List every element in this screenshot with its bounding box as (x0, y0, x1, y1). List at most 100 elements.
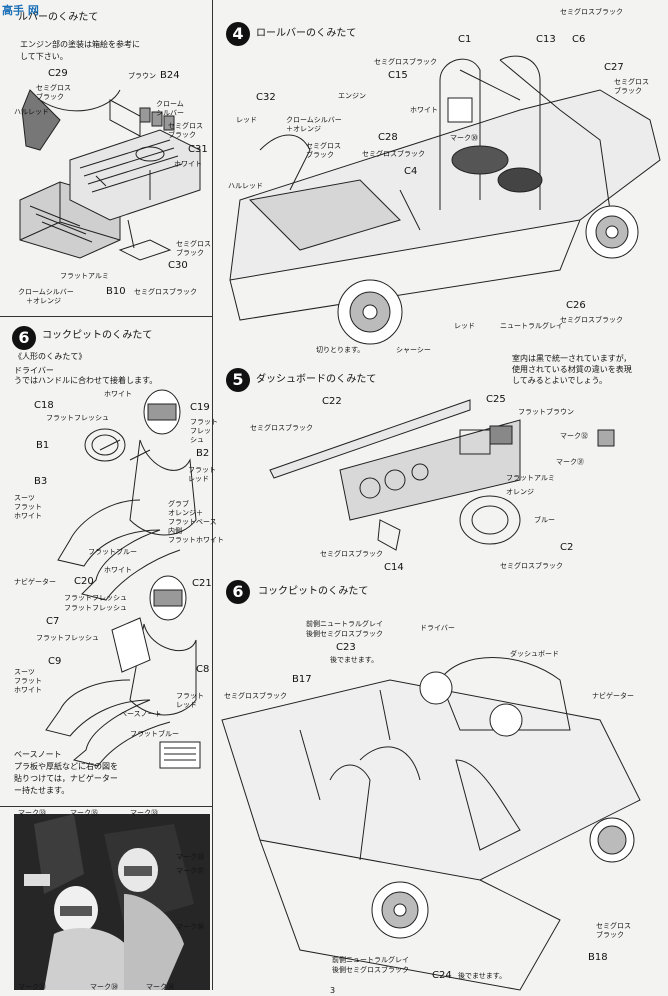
label-6a-flat-flesh-r2: フレッ (190, 427, 211, 435)
label-6c-c24-after: 後でませます。 (458, 972, 507, 980)
label-6b-flat-red-2: レッド (176, 701, 197, 709)
label-flat-aluminum: フラットアルミ (60, 272, 109, 280)
label-6c-semigloss-b18b: ブラック (596, 931, 624, 939)
dashboard-drawing (269, 399, 615, 551)
label-4-engine: エンジン (338, 92, 366, 100)
code-c15: C15 (388, 70, 408, 81)
label-4-semigloss-c27b: ブラック (614, 87, 642, 95)
step-5-note-2: 使用されている材質の違いを表現 (512, 365, 632, 374)
reference-photo (14, 814, 210, 990)
label-6a-suits: スーツ (14, 494, 35, 502)
label-semigloss-3b: ブラック (176, 249, 204, 257)
photo-label-m38: マーク㊳ (90, 983, 118, 991)
label-6a-flat-blue: フラットブルー (88, 548, 137, 556)
code-c21: C21 (192, 578, 212, 589)
label-semigloss-b10: セミグロスブラック (134, 288, 197, 296)
label-chrome-orange: クロームシルバー (18, 288, 74, 296)
label-semigloss-3: セミグロス (176, 240, 211, 248)
code-c24: C24 (432, 970, 452, 981)
label-6b-flat-flesh-b: フラットフレッシュ (64, 604, 127, 612)
label-6c-semigloss-b17: セミグロスブラック (224, 692, 287, 700)
label-6b-flat-red-1: フラット (176, 692, 204, 700)
code-c9: C9 (48, 656, 62, 667)
label-6c-front-2: 後側セミグロスブラック (306, 630, 383, 638)
label-5-flat-aluminum: フラットアルミ (506, 474, 555, 482)
label-6c-c23-after: 後でませます。 (330, 656, 379, 664)
label-6b-base-note: ベースノート (120, 710, 162, 718)
label-5-mark31: マーク㉛ (556, 458, 584, 466)
label-4-semigloss-c26: セミグロスブラック (560, 316, 623, 324)
watermark-logo: 高手 网 (2, 4, 39, 17)
label-6a-suits-flat: フラット (14, 503, 42, 511)
label-white: ホワイト (174, 160, 202, 168)
label-4-semigloss-c32a: セミグロス (306, 142, 341, 150)
label-6b-white: ホワイト (104, 566, 132, 574)
label-6b-flat-flesh-a: フラットフレッシュ (64, 594, 127, 602)
label-6c-bottom-2: 後側セミグロスブラック (332, 966, 409, 974)
pace-note-line-3: ー持たせます。 (14, 786, 70, 795)
label-4-semigloss-c27a: セミグロス (614, 78, 649, 86)
rollbar-chassis-drawing (229, 55, 661, 345)
label-5-mark32: マーク㉜ (560, 432, 588, 440)
label-4-neutral-grey: ニュートラルグレイ (500, 322, 563, 330)
label-4-red2: レッド (454, 322, 475, 330)
label-halfred: ハルレッド (14, 108, 49, 116)
pace-note-line-2: 貼りつけては，ナビゲーター (14, 774, 118, 783)
label-4-semigloss-c28: セミグロスブラック (362, 150, 425, 158)
left-top-title: ルバーのくみたて (18, 12, 99, 23)
code-c29: C29 (48, 68, 68, 79)
label-4-chrome-orange-1: クロームシルバー (286, 116, 342, 124)
code-b1: B1 (36, 440, 50, 451)
label-glove-5: フラットホワイト (168, 536, 224, 544)
step-6a-number: 6 (12, 326, 36, 350)
pace-note-title: ベースノート (14, 750, 62, 759)
driver-label: ドライバー (14, 366, 54, 375)
code-b17: B17 (292, 674, 312, 685)
code-b2: B2 (196, 448, 210, 459)
code-c7: C7 (46, 616, 60, 627)
label-5-blue: ブルー (534, 516, 555, 524)
label-6b-suits-flat: フラット (14, 677, 42, 685)
photo-label-m34b: マーク㉞ (146, 983, 174, 991)
label-chrome: クローム (156, 100, 184, 108)
step-5-note-1: 室内は黒で統一されていますが， (512, 354, 632, 363)
step-5-number: 5 (226, 368, 250, 392)
label-chrome-orange-b: ＋オレンジ (26, 297, 61, 305)
step-6c-title: コックピットのくみたて (258, 586, 369, 597)
code-b3: B3 (34, 476, 48, 487)
photo-label-m33c: マーク㉝ (176, 853, 204, 861)
label-6a-flat-red-2: レッド (188, 475, 209, 483)
label-6a-flat-flesh: フラットフレッシュ (46, 414, 109, 422)
label-chrome-b: シルバー (156, 109, 184, 117)
step-4-title: ロールバーのくみたて (256, 28, 357, 39)
cockpit-drawing (221, 657, 641, 991)
photo-label-m35: マーク㉟ (70, 809, 98, 817)
label-glove-2: オレンジ＋ (168, 509, 203, 517)
label-6a-flat-flesh-r3: シュ (190, 436, 204, 444)
step-4-number: 4 (226, 22, 250, 46)
code-b18: B18 (588, 952, 608, 963)
label-6c-dashboard: ダッシュボード (510, 650, 559, 658)
code-b24: B24 (160, 70, 180, 81)
driver-note: うではハンドルに合わせて接着します。 (14, 376, 158, 385)
photo-label-m34a: マーク㉞ (18, 983, 46, 991)
navigator-label: ナビゲーター (14, 578, 56, 586)
step-5-note-3: してみるとよいでしょう。 (512, 376, 608, 385)
left-top-note-1: エンジン部の塗装は箱絵を参考に (20, 40, 140, 49)
left-top-note-2: して下さい。 (20, 52, 68, 61)
code-c8: C8 (196, 664, 210, 675)
code-c1: C1 (458, 34, 472, 45)
label-6a-flat-flesh-r1: フラット (190, 418, 218, 426)
code-c25: C25 (486, 394, 506, 405)
code-c2: C2 (560, 542, 574, 553)
label-4-mark30: マーク㉚ (450, 134, 478, 142)
label-4-red: レッド (236, 116, 257, 124)
label-6b-flat-flesh-c: フラットフレッシュ (36, 634, 99, 642)
code-c23: C23 (336, 642, 356, 653)
label-6b-suits-white: ホワイト (14, 686, 42, 694)
photo-illustration (14, 814, 210, 990)
code-b10: B10 (106, 286, 126, 297)
label-6b-suits: スーツ (14, 668, 35, 676)
label-6c-front-1: 前側ニュートラルグレイ (306, 620, 383, 628)
